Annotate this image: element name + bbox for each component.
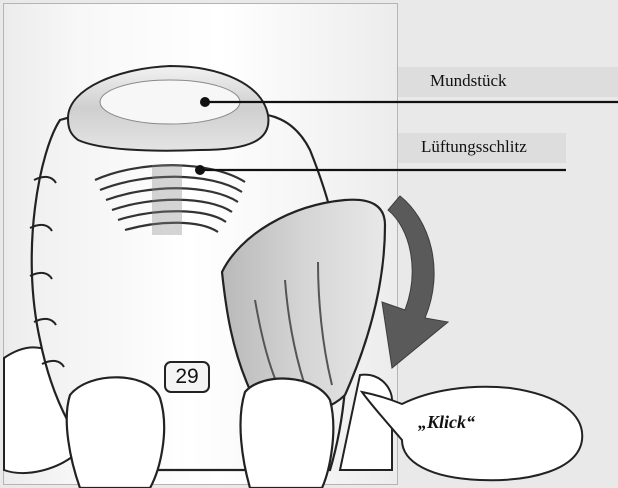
mouthpiece-label: Mundstück: [430, 71, 507, 91]
curved-arrow-down-icon: [382, 196, 448, 368]
vent-label: Lüftungsschlitz: [421, 137, 527, 157]
speech-bubble: [362, 387, 582, 480]
dose-counter: 29: [167, 364, 207, 390]
thumb-right: [241, 379, 334, 488]
click-sound-label: „Klick“: [418, 412, 475, 433]
thumb-left: [67, 377, 164, 488]
